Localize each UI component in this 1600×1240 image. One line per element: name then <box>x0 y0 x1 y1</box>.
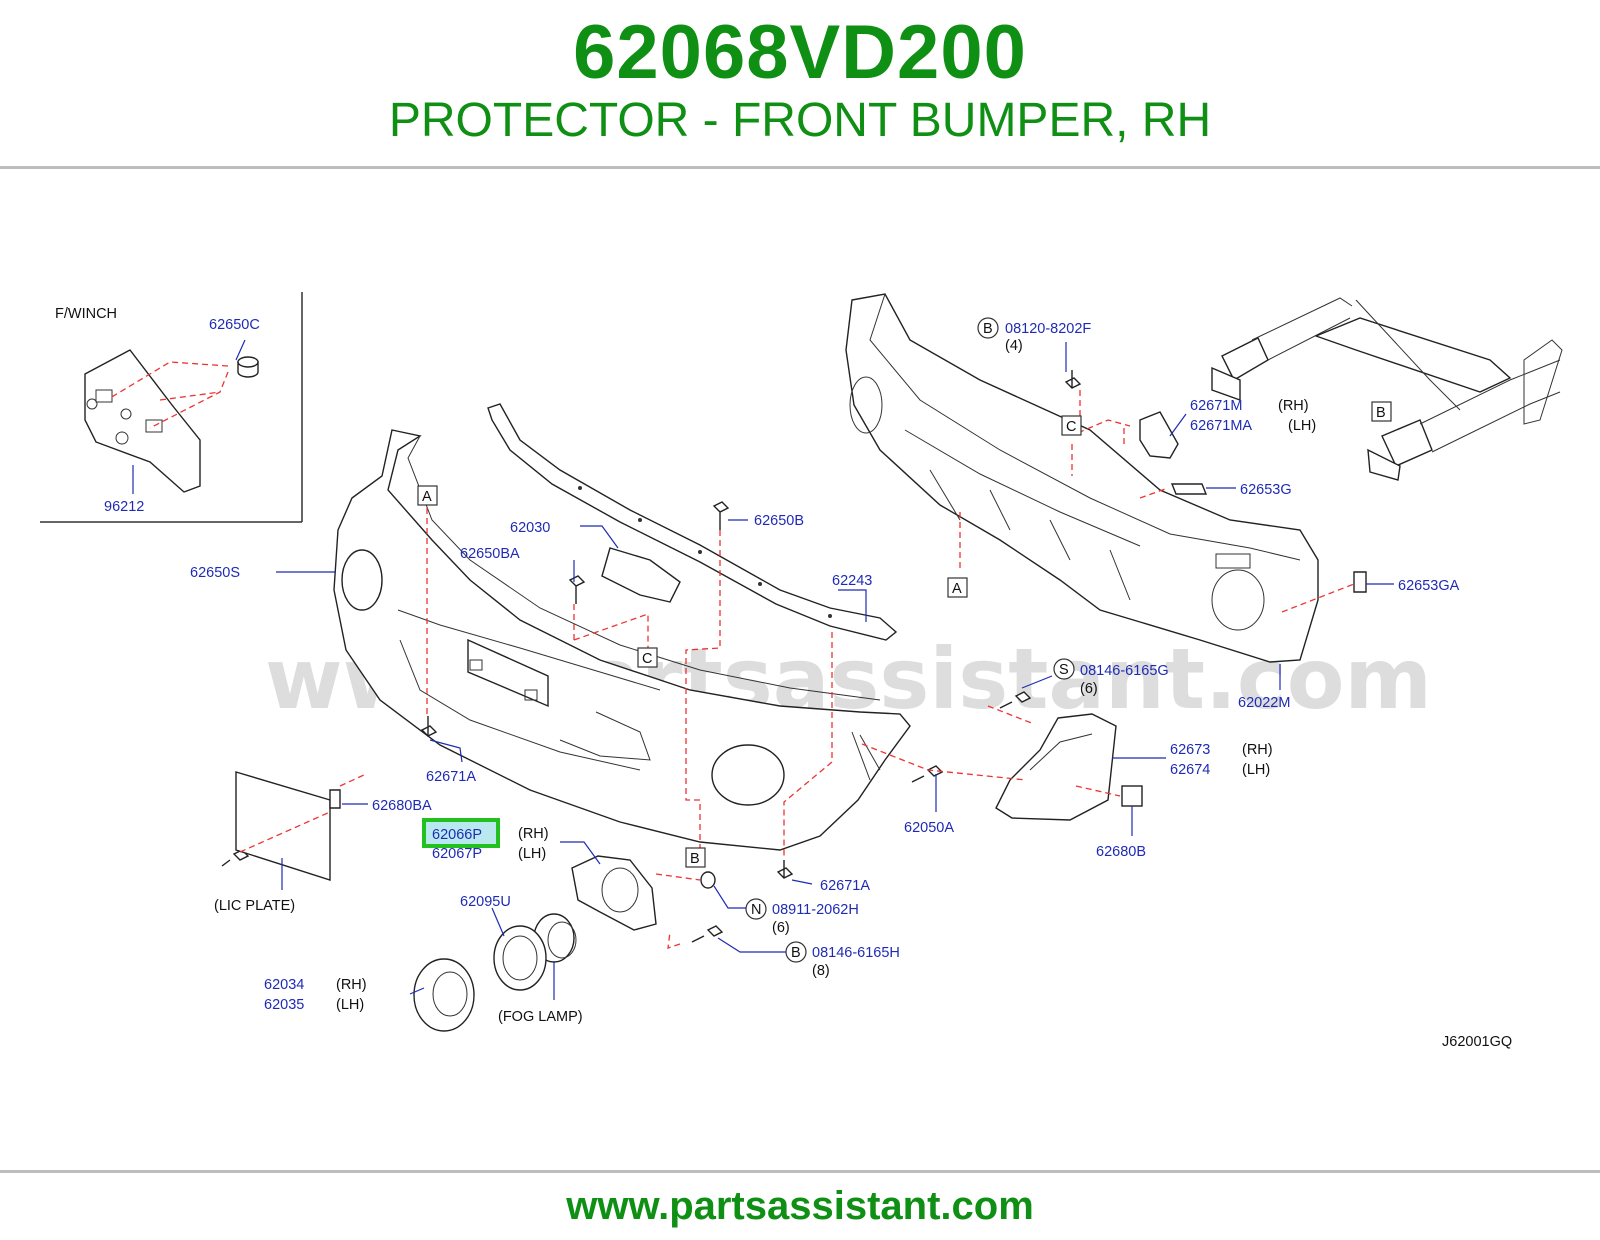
label-62030[interactable]: 62030 <box>510 520 550 536</box>
bumper-fascia <box>333 429 911 851</box>
part-number-title: 62068VD200 <box>573 10 1027 95</box>
label-lh-1: (LH) <box>518 846 546 862</box>
label-62066p[interactable]: 62066P <box>432 827 482 843</box>
nut-08911[interactable] <box>700 871 716 889</box>
label-62650c[interactable]: 62650C <box>209 317 260 333</box>
seal-62653g[interactable] <box>1170 483 1208 495</box>
part-description: PROTECTOR - FRONT BUMPER, RH <box>388 94 1212 147</box>
label-96212[interactable]: 96212 <box>104 499 144 515</box>
label-62671m[interactable]: 62671M <box>1190 398 1242 414</box>
highlight-box <box>422 818 500 848</box>
label-62674[interactable]: 62674 <box>1170 762 1210 778</box>
top-divider <box>0 166 1600 169</box>
bottom-divider <box>0 1170 1600 1173</box>
label-62650s[interactable]: 62650S <box>190 565 240 581</box>
label-62671a-2[interactable]: 62671A <box>820 878 870 894</box>
circle-b-1[interactable]: B <box>983 321 993 337</box>
callout-c-1[interactable]: C <box>642 651 652 667</box>
label-qty-6-s: (6) <box>1080 681 1098 697</box>
label-qty-4: (4) <box>1005 338 1023 354</box>
label-62650b[interactable]: 62650B <box>754 513 804 529</box>
label-qty-8: (8) <box>812 963 830 979</box>
label-rh-1: (RH) <box>518 826 549 842</box>
clip-62680b[interactable] <box>1121 785 1143 807</box>
label-62673[interactable]: 62673 <box>1170 742 1210 758</box>
label-lh-4: (LH) <box>1288 418 1316 434</box>
callout-a-1[interactable]: A <box>422 489 432 505</box>
label-62050a[interactable]: 62050A <box>904 820 954 836</box>
callout-b-1[interactable]: B <box>690 851 700 867</box>
bumper-reinforcement <box>845 293 1319 663</box>
label-62653g[interactable]: 62653G <box>1240 482 1292 498</box>
circle-s[interactable]: S <box>1059 662 1069 678</box>
label-rh-2: (RH) <box>336 977 367 993</box>
license-plate[interactable] <box>235 771 331 881</box>
bracket-62030[interactable] <box>601 547 681 603</box>
label-62022m[interactable]: 62022M <box>1238 695 1290 711</box>
label-62243[interactable]: 62243 <box>832 573 872 589</box>
diagram-code: J62001GQ <box>1442 1034 1512 1050</box>
footer-url[interactable]: www.partsassistant.com <box>566 1184 1034 1228</box>
retainer-62243[interactable] <box>487 403 898 641</box>
label-lh-2: (LH) <box>336 997 364 1013</box>
bumper-fascia-shape[interactable] <box>333 429 911 851</box>
label-62067p[interactable]: 62067P <box>432 846 482 862</box>
assembly-lines <box>239 390 1355 949</box>
callout-c-2[interactable]: C <box>1066 419 1076 435</box>
winch-inset: F/WINCH 62650C 96212 <box>40 292 303 523</box>
fog-lamp-bracket[interactable] <box>571 855 657 931</box>
label-rh-4: (RH) <box>1278 398 1309 414</box>
circle-n[interactable]: N <box>751 902 761 918</box>
fog-lamp[interactable] <box>413 913 577 1032</box>
label-62650ba[interactable]: 62650BA <box>460 546 520 562</box>
inset-title: F/WINCH <box>55 306 117 322</box>
label-08911[interactable]: 08911-2062H <box>772 902 859 918</box>
label-62671ma[interactable]: 62671MA <box>1190 418 1252 434</box>
label-fog-lamp: (FOG LAMP) <box>498 1009 583 1025</box>
callout-a-2[interactable]: A <box>952 581 962 597</box>
label-leaders <box>276 342 1394 1000</box>
bracket-62671m[interactable] <box>1139 411 1179 459</box>
upper-retainer <box>487 403 898 641</box>
reinforcement-62022m[interactable] <box>845 293 1319 663</box>
label-62095u[interactable]: 62095U <box>460 894 511 910</box>
circle-b-2[interactable]: B <box>791 945 801 961</box>
label-qty-6-n: (6) <box>772 920 790 936</box>
label-62653ga[interactable]: 62653GA <box>1398 578 1460 594</box>
label-lic-plate: (LIC PLATE) <box>214 898 295 914</box>
label-62671a-1[interactable]: 62671A <box>426 769 476 785</box>
label-62680ba[interactable]: 62680BA <box>372 798 432 814</box>
protector-62673[interactable] <box>995 713 1117 821</box>
seal-62653ga[interactable] <box>1353 571 1367 593</box>
label-62680b[interactable]: 62680B <box>1096 844 1146 860</box>
callout-boxes <box>417 401 1392 868</box>
callout-circles <box>745 317 1075 963</box>
label-62034[interactable]: 62034 <box>264 977 304 993</box>
callout-b-2[interactable]: B <box>1376 405 1386 421</box>
frame-rails <box>1211 297 1563 481</box>
label-08146-g[interactable]: 08146-6165G <box>1080 663 1169 679</box>
label-62035[interactable]: 62035 <box>264 997 304 1013</box>
winch-bracket[interactable] <box>84 349 201 493</box>
label-rh-3: (RH) <box>1242 742 1273 758</box>
label-08146-h[interactable]: 08146-6165H <box>812 945 900 961</box>
label-lh-3: (LH) <box>1242 762 1270 778</box>
clip-62680ba[interactable] <box>329 789 341 809</box>
label-08120[interactable]: 08120-8202F <box>1005 321 1091 337</box>
